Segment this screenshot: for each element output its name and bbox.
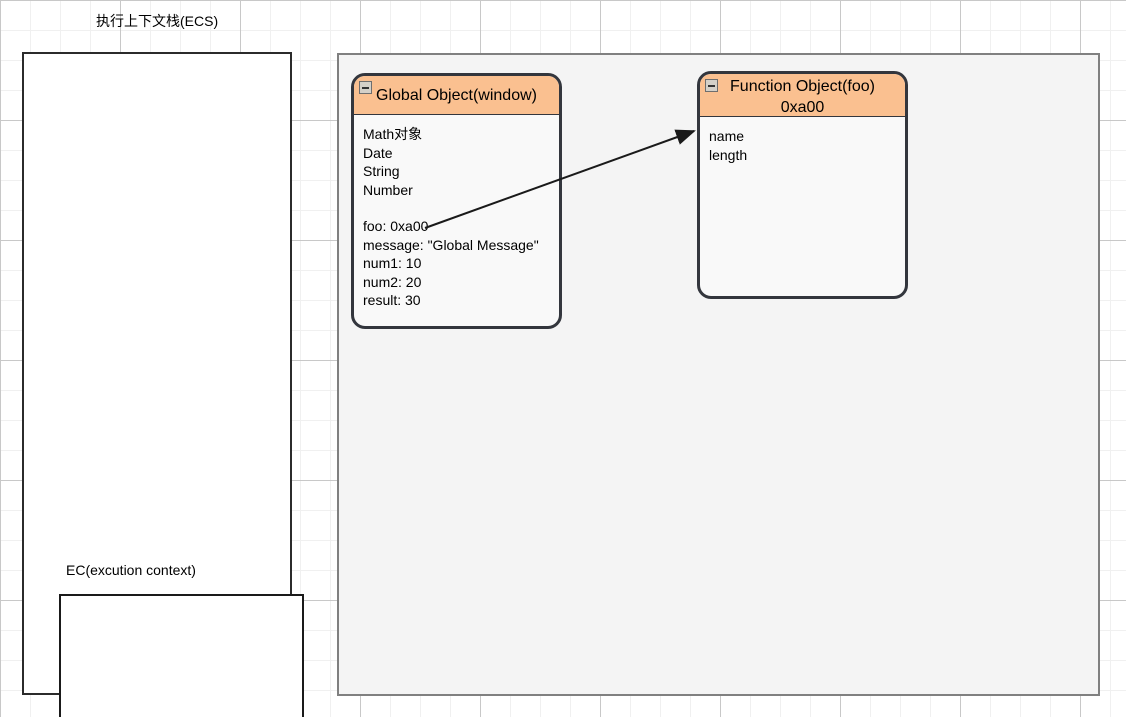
function-prop-1: length [709,146,748,163]
execution-context-label: EC(excution context) [66,562,196,578]
global-var-3: num2: 20 [363,273,422,290]
function-object-title-line-2: 0xa00 [780,99,825,116]
global-var-1: message: "Global Message" [363,236,539,253]
execution-context-stack-box: EC(excution context) VO: GO scope chain … [22,52,304,717]
global-object-title: Global Object(window) [376,87,537,104]
diagram-title: 执行上下文栈(ECS) [96,13,219,29]
global-prop-1: Date [363,144,393,161]
global-prop-0: Math对象 [363,126,423,142]
global-var-2: num1: 10 [363,255,422,271]
global-prop-3: Number [363,181,413,198]
global-body-spacer [363,199,559,217]
global-var-4: result: 30 [363,292,421,308]
global-var-0: foo: 0xa00 [363,218,429,234]
function-object-body: name length [700,117,905,296]
global-prop-2: String [363,163,400,179]
function-prop-0: name [709,128,745,144]
collapse-minus-icon[interactable] [705,79,718,92]
global-object-body: Math对象 Date String Number foo: 0xa00 mes… [354,115,559,326]
execution-context-box: VO: GO scope chain this [59,594,304,717]
function-object-box[interactable]: Function Object(foo) 0xa00 name length [697,71,908,299]
global-object-box[interactable]: Global Object(window) Math对象 Date String… [351,73,562,329]
function-object-header: Function Object(foo) 0xa00 [700,74,905,117]
function-object-title-line-1: Function Object(foo) [730,78,875,95]
collapse-minus-icon[interactable] [359,81,372,94]
global-object-header: Global Object(window) [354,76,559,115]
